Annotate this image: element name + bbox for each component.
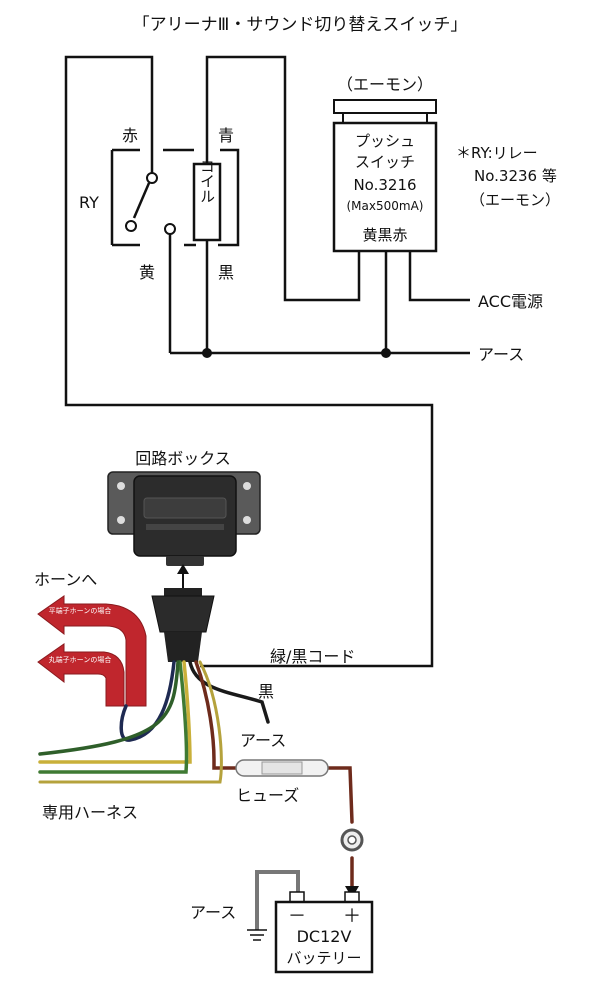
horn-arrows: 平端子ホーンの場合 丸端子ホーンの場合 [37,595,147,707]
relay-label: RY [79,193,99,212]
diagram-title: 「アリーナⅢ・サウンド切り替えスイッチ」 [133,15,468,35]
harness-connector [151,588,215,662]
relay-common-terminal [146,172,158,184]
black-wire-label: 黒 [258,682,274,701]
fuse-label: ヒューズ [236,786,299,805]
horn-label: ホーンへ [34,570,97,589]
battery-minus-label: － [288,906,306,927]
harness-wires [38,660,354,888]
relay-switch-arm [132,182,151,219]
harness-label: 専用ハーネス [42,803,138,822]
battery-plus-label: ＋ [343,906,361,927]
black-wire-ground-label: アース [240,731,286,750]
relay-frame [110,148,240,247]
battery-minus-post [289,891,305,903]
wire-blue-label: 青 [218,126,234,145]
coil-label: コイル [198,159,216,204]
battery: － ＋ DC12V バッテリー [247,870,374,974]
circuit-box-label: 回路ボックス [135,449,231,468]
note-line1: ＊RY:リレー [456,144,538,162]
switch-terminals: 黄黒赤 [362,226,407,244]
earth-symbol [247,929,267,941]
switch-maker-label: （エーモン） [337,75,433,94]
horn-arrow-lower-text: 丸端子ホーンの場合 [49,655,112,664]
switch-model: No.3216 [353,176,416,194]
green-black-cord-wire [64,55,434,668]
battery-ground-cable [255,870,300,930]
coil-to-switch-wire [205,55,361,302]
circuit-box [107,471,261,566]
wire-red-label: 赤 [122,126,138,145]
acc-wire [408,251,470,302]
relay-coil [192,162,222,242]
ring-terminal-hole [347,835,357,845]
push-switch-collar [342,112,428,124]
battery-plus-post [344,891,360,903]
horn-arrow-upper-text: 平端子ホーンの場合 [49,606,112,615]
wire-black-label: 黒 [218,263,234,282]
schematic-wires [64,55,470,668]
relay-no-terminal [164,223,176,235]
junction-dot [202,348,212,358]
relay-nc-terminal [125,220,137,232]
green-black-cord-label: 緑/黒コード [270,647,355,666]
battery-name-label: バッテリー [286,949,361,967]
switch-rating: (Max500mA) [347,199,424,213]
note-line3: （エーモン） [470,191,560,209]
battery-voltage-label: DC12V [297,927,352,946]
fuse [235,759,329,777]
switch-name-line1: プッシュ [355,132,415,150]
push-switch-body [332,121,438,253]
switch-name-line2: スイッチ [355,153,415,171]
battery-body [274,900,374,974]
junction-dot [381,348,391,358]
ground-bus-label: アース [478,345,524,364]
note-line2: No.3236 等 [474,167,557,185]
push-switch-cap[interactable] [333,99,437,114]
battery-ground-label: アース [190,903,236,922]
relay-contacts [125,172,176,235]
acc-label: ACC電源 [478,292,543,311]
wire-yellow-label: 黄 [139,263,155,282]
connector-arrow-head [177,564,189,574]
